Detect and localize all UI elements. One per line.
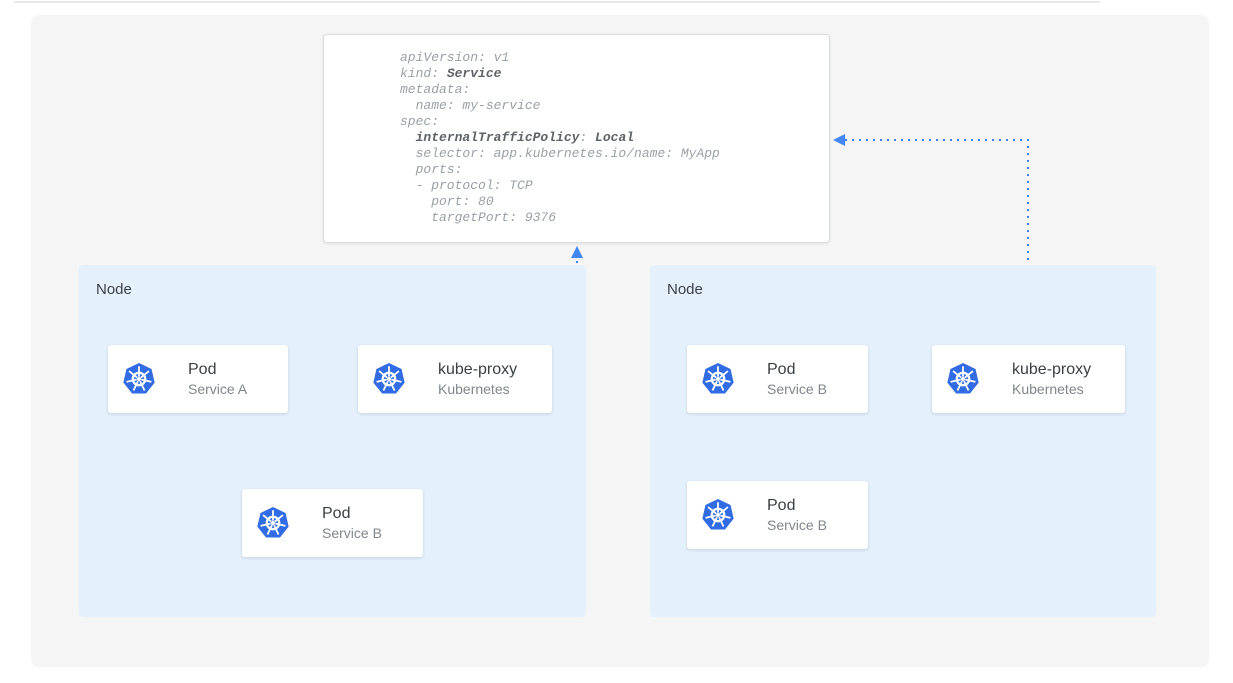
code-line: internalTrafficPolicy: Local	[415, 130, 635, 145]
node-right: Node	[650, 265, 1156, 617]
card-title: Pod	[322, 505, 351, 522]
code-line: name: my-service	[400, 98, 541, 113]
code-line: kind: Service	[400, 66, 502, 81]
card-subtitle: Service B	[767, 517, 827, 533]
code-line: targetPort: 9376	[400, 210, 557, 225]
pod-card-service-b-right-top: Pod Service B	[687, 345, 868, 413]
node-label: Node	[667, 281, 703, 298]
card-title: Pod	[767, 497, 796, 514]
card-subtitle: Service A	[188, 381, 248, 397]
code-line: ports:	[400, 162, 463, 177]
kubernetes-icon	[701, 362, 735, 396]
card-title: kube-proxy	[438, 361, 518, 378]
kube-proxy-card-left: kube-proxy Kubernetes	[358, 345, 552, 413]
card-subtitle: Kubernetes	[1012, 381, 1084, 397]
code-line: spec:	[400, 114, 440, 129]
code-line: apiVersion: v1	[400, 50, 510, 65]
card-title: Pod	[767, 361, 796, 378]
pod-card-service-b-left: Pod Service B	[242, 489, 423, 557]
card-subtitle: Service B	[322, 525, 382, 541]
kubernetes-icon	[946, 362, 980, 396]
card-subtitle: Service B	[767, 381, 827, 397]
kubernetes-icon	[256, 506, 290, 540]
kubernetes-icon	[122, 362, 156, 396]
kube-proxy-card-right: kube-proxy Kubernetes	[932, 345, 1125, 413]
pod-card-service-b-right-bottom: Pod Service B	[687, 481, 868, 549]
code-line: port: 80	[400, 194, 494, 209]
top-divider	[14, 1, 1100, 3]
card-title: kube-proxy	[1012, 361, 1092, 378]
code-line: metadata:	[400, 82, 471, 97]
node-left: Node	[79, 265, 586, 617]
card-title: Pod	[188, 361, 217, 378]
pod-card-service-a: Pod Service A	[108, 345, 288, 413]
code-line: - protocol: TCP	[400, 178, 533, 193]
kubernetes-icon	[372, 362, 406, 396]
code-line: selector: app.kubernetes.io/name: MyApp	[400, 146, 720, 161]
card-subtitle: Kubernetes	[438, 381, 510, 397]
kubernetes-icon	[701, 498, 735, 532]
node-label: Node	[96, 281, 132, 298]
